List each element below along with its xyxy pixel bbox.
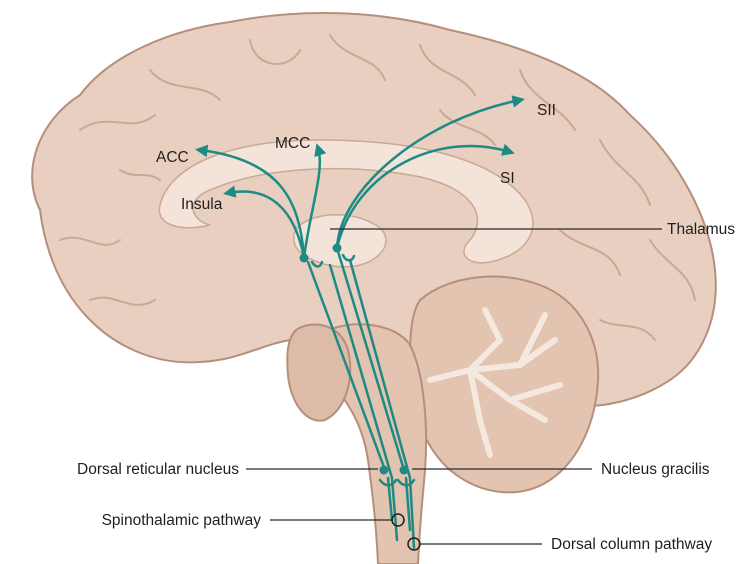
- gyri-folds: [59, 34, 696, 341]
- projection-to-mcc: [302, 143, 327, 260]
- brain-silhouette: [31, 12, 717, 564]
- dorsal-reticular-nucleus-label: Dorsal reticular nucleus: [77, 461, 239, 478]
- si-label: SI: [500, 170, 515, 187]
- acc-label: ACC: [156, 149, 189, 166]
- nucleus-gracilis-label: Nucleus gracilis: [601, 461, 710, 478]
- arbor-vitae: [427, 307, 563, 458]
- projection-to-si: [335, 143, 515, 250]
- thalamus-label: Thalamus: [667, 221, 735, 238]
- dorsal-column-lower-fiber: [404, 476, 412, 532]
- dorsal-column-ascending-fiber: [348, 258, 416, 550]
- dorsal-column-pathway-label: Dorsal column pathway: [551, 536, 712, 553]
- dorsal-reticular-synapse: [379, 465, 389, 475]
- mcc-label: MCC: [275, 135, 310, 152]
- spinothalamic-pathway-ring: [391, 513, 405, 527]
- corpus-callosum: [158, 139, 534, 264]
- dorsal-column-parallel-fiber: [335, 246, 406, 472]
- projection-to-sii: [335, 95, 525, 250]
- thalamic-synapse-left: [299, 253, 309, 263]
- projection-to-insula: [223, 185, 306, 260]
- spinothalamic-ascending-fiber: [328, 263, 399, 542]
- spinothalamic-parallel-fiber: [306, 260, 387, 472]
- nucleus-gracilis-synapse: [399, 465, 409, 475]
- projection-to-acc: [195, 144, 306, 260]
- pons: [286, 323, 352, 422]
- synapse-forks: [310, 253, 416, 487]
- sii-label: SII: [537, 102, 556, 119]
- cerebellum: [408, 275, 600, 494]
- synapse-markers: [299, 243, 409, 475]
- pathways: [195, 95, 525, 550]
- spinothalamic-pathway-label: Spinothalamic pathway: [102, 512, 262, 529]
- insula-label: Insula: [181, 196, 223, 213]
- callout-lines: [246, 228, 662, 545]
- thalamic-synapse-right: [332, 243, 342, 253]
